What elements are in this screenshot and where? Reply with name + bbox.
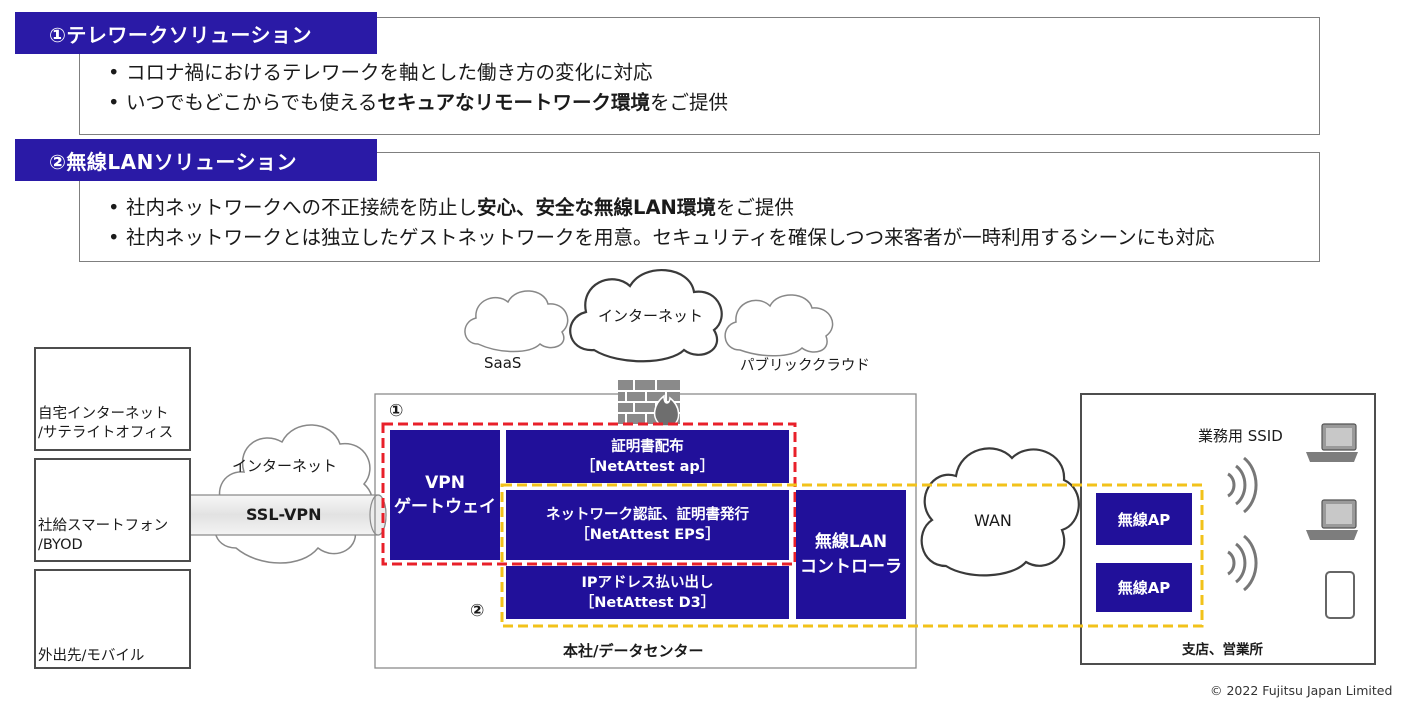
bullet-item: •社内ネットワークとは独立したゲストネットワークを用意。セキュリティを確保しつつ… <box>88 223 1215 253</box>
zone2-marker: ② <box>470 601 485 621</box>
wifi-waves-icon <box>1227 534 1258 592</box>
branch-label: 支店、営業所 <box>1182 642 1263 658</box>
vpn-gateway-block: VPN ゲートウェイ <box>390 430 500 560</box>
mobile-device-box <box>34 569 191 669</box>
bullet-item: •いつでもどこからでも使えるセキュアなリモートワーク環境をご提供 <box>88 88 728 118</box>
ip-assignment-line2: ［NetAttest D3］ <box>579 594 716 611</box>
internet-left-cloud-icon <box>214 424 374 564</box>
smartphone-label-line1: 社給スマートフォン <box>38 518 169 534</box>
zone1-dashed-frame <box>381 422 797 566</box>
saas-label: SaaS <box>484 354 522 372</box>
smartphone-label: 社給スマートフォン /BYOD <box>38 517 168 555</box>
home-label-line2: /サテライトオフィス <box>38 425 174 441</box>
wan-cloud-icon <box>920 447 1080 577</box>
home-device-box <box>34 347 191 451</box>
zone1-marker: ① <box>389 401 404 421</box>
wifi-waves-icon <box>1227 456 1258 514</box>
bullet-bold: 安心、安全な無線LAN環境 <box>477 196 716 219</box>
wireless-ap-block: 無線AP <box>1096 563 1192 612</box>
wlan-controller-line2: コントローラ <box>800 556 902 577</box>
hq-label: 本社/データセンター <box>563 642 704 660</box>
branch-smartphone-icon <box>1325 571 1355 619</box>
network-auth-line1: ネットワーク認証、証明書発行 <box>546 507 749 523</box>
smartphone-label-line2: /BYOD <box>38 537 83 553</box>
ssid-label: 業務用 SSID <box>1198 427 1283 445</box>
saas-cloud-icon <box>464 290 569 353</box>
bullet-pre: 社内ネットワークへの不正接続を防止し <box>126 196 478 219</box>
wlan-controller-line1: 無線LAN <box>814 531 888 552</box>
internet-top-label: インターネット <box>598 307 704 325</box>
home-label-line1: 自宅インターネット <box>38 406 169 422</box>
wireless-ap-block: 無線AP <box>1096 493 1192 545</box>
bullet-item: •社内ネットワークへの不正接続を防止し安心、安全な無線LAN環境をご提供 <box>88 193 1215 223</box>
branch-laptop-icon <box>1306 499 1358 540</box>
branch-container <box>1080 393 1376 665</box>
section1-title: ①テレワークソリューション <box>15 12 377 54</box>
network-auth-line2: ［NetAttest EPS］ <box>575 527 720 543</box>
bullet-post: をご提供 <box>649 91 728 114</box>
section2-bullets: •社内ネットワークへの不正接続を防止し安心、安全な無線LAN環境をご提供 •社内… <box>88 193 1215 253</box>
public-cloud-icon <box>724 294 834 357</box>
public-cloud-label: パブリッククラウド <box>740 358 870 374</box>
bullet-post: をご提供 <box>715 196 794 219</box>
ip-assignment-block: IPアドレス払い出し ［NetAttest D3］ <box>506 566 789 619</box>
wlan-controller-block: 無線LAN コントローラ <box>796 490 906 619</box>
cert-distribution-line1: 証明書配布 <box>611 438 684 455</box>
wan-label: WAN <box>974 511 1012 530</box>
zone2-dashed-frame <box>500 483 1204 628</box>
network-auth-block: ネットワーク認証、証明書発行 ［NetAttest EPS］ <box>506 490 789 560</box>
bullet-text: コロナ禍におけるテレワークを軸とした働き方の変化に対応 <box>126 61 653 84</box>
bullet-item: •コロナ禍におけるテレワークを軸とした働き方の変化に対応 <box>88 58 728 88</box>
bullet-bold: セキュアなリモートワーク環境 <box>377 91 650 114</box>
internet-top-cloud-icon <box>569 268 723 363</box>
mobile-label: 外出先/モバイル <box>38 648 145 664</box>
copyright: © 2022 Fujitsu Japan Limited <box>1210 683 1393 698</box>
internet-left-label: インターネット <box>232 457 338 475</box>
bullet-text: 社内ネットワークとは独立したゲストネットワークを用意。セキュリティを確保しつつ来… <box>126 226 1215 249</box>
cert-distribution-line2: ［NetAttest ap］ <box>580 458 715 475</box>
smartphone-device-box <box>34 458 191 562</box>
firewall-icon <box>618 380 680 427</box>
cert-distribution-block: 証明書配布 ［NetAttest ap］ <box>506 430 789 483</box>
bullet-pre: いつでもどこからでも使える <box>126 91 378 114</box>
section1-bullets: •コロナ禍におけるテレワークを軸とした働き方の変化に対応 •いつでもどこからでも… <box>88 58 728 118</box>
ip-assignment-line1: IPアドレス払い出し <box>581 574 714 591</box>
vpn-gateway-line2: ゲートウェイ <box>394 497 496 517</box>
section2-title: ②無線LANソリューション <box>15 139 377 181</box>
branch-laptop-icon <box>1306 423 1358 462</box>
ssl-vpn-label: SSL-VPN <box>246 505 322 524</box>
home-label: 自宅インターネット /サテライトオフィス <box>38 405 173 443</box>
vpn-gateway-line1: VPN <box>425 473 465 493</box>
